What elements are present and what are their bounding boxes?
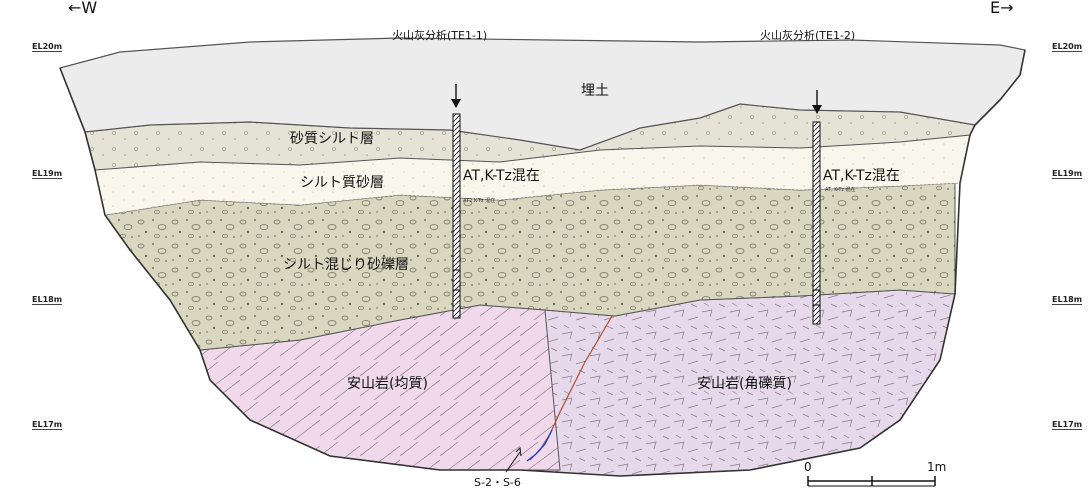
ash-result-te1-2: AT,K-Tz混在 bbox=[823, 168, 900, 184]
layer-label-silt-gravel: シルト混じり砂礫層 bbox=[283, 257, 409, 273]
scale-label-zero: 0 bbox=[804, 460, 812, 474]
elevation-label-17m-left: EL17m bbox=[32, 420, 63, 430]
elevation-label-18m-left: EL18m bbox=[32, 295, 63, 305]
ash-result-te1-1-small: AT2 K-Tz 混在 bbox=[463, 198, 496, 204]
layer-label-andesite-brecciated: 安山岩(角礫質) bbox=[697, 376, 792, 392]
layer-label-andesite-homogeneous: 安山岩(均質) bbox=[347, 376, 428, 392]
layer-label-sandy-silt: 砂質シルト層 bbox=[290, 131, 374, 147]
direction-east: E→ bbox=[990, 0, 1014, 17]
analysis-label-te1-1: 火山灰分析(TE1-1) bbox=[392, 29, 488, 42]
ash-result-te1-1: AT,K-Tz混在 bbox=[463, 168, 540, 184]
elevation-label-19m-right: EL19m bbox=[1052, 169, 1083, 179]
elevation-label-18m-right: EL18m bbox=[1052, 295, 1083, 305]
layer-label-fill: 埋土 bbox=[581, 83, 609, 99]
scale-label-end: 1m bbox=[927, 460, 947, 474]
elevation-label-17m-right: EL17m bbox=[1052, 420, 1083, 430]
analysis-label-te1-2: 火山灰分析(TE1-2) bbox=[760, 29, 856, 42]
elevation-label-20m-left: EL20m bbox=[32, 42, 63, 52]
elevation-label-19m-left: EL19m bbox=[32, 169, 63, 179]
layer-label-silty-sand: シルト質砂層 bbox=[300, 175, 384, 191]
fault-label: S-2・S-6 bbox=[474, 476, 521, 489]
ash-result-te1-2-small: AT, K-Tz 混在 bbox=[825, 187, 856, 193]
elevation-label-20m-right: EL20m bbox=[1052, 42, 1083, 52]
direction-west: ←W bbox=[68, 0, 98, 17]
